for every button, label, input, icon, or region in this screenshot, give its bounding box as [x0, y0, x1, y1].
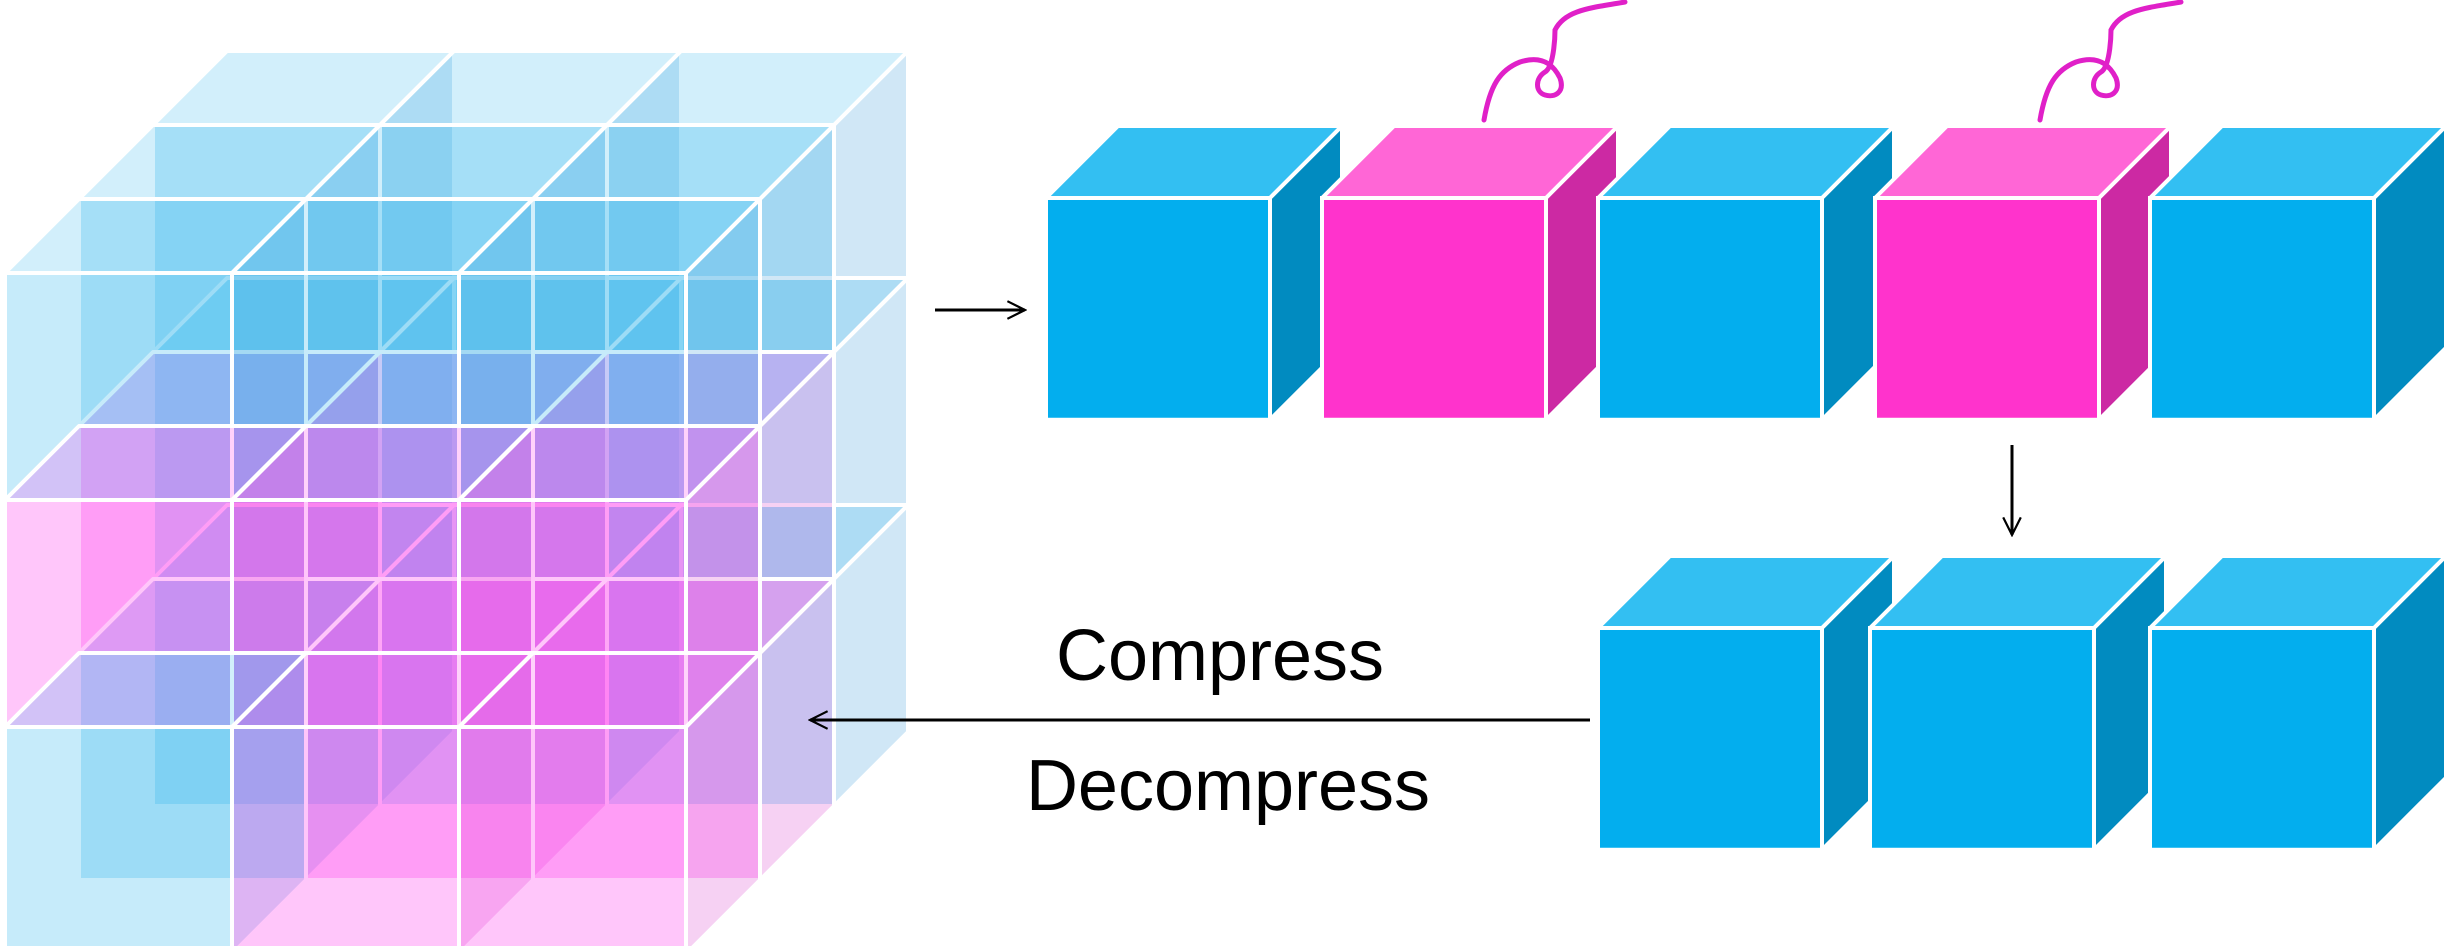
- sequence-cube-4: [1873, 124, 2173, 422]
- compressed-cube-3: [2148, 554, 2448, 852]
- sequence-cube-2: [1320, 124, 1620, 422]
- decompress-label: Decompress: [1026, 746, 1430, 826]
- voxel-sequence-row: [1044, 124, 2448, 422]
- sequence-cube-3: [1596, 124, 1896, 422]
- compressed-cube-1: [1596, 554, 1896, 852]
- voxel-cell: [457, 651, 762, 946]
- voxel-grid-cube: [3, 49, 910, 946]
- curl-annotation-2: [2037, 0, 2184, 123]
- curl-annotation-1: [1481, 0, 1628, 123]
- sequence-cube-5: [2148, 124, 2448, 422]
- compressed-cube-2: [1868, 554, 2168, 852]
- sequence-cube-1: [1044, 124, 1344, 422]
- compressed-sequence-row: [1596, 554, 2448, 852]
- compress-label: Compress: [1056, 616, 1384, 696]
